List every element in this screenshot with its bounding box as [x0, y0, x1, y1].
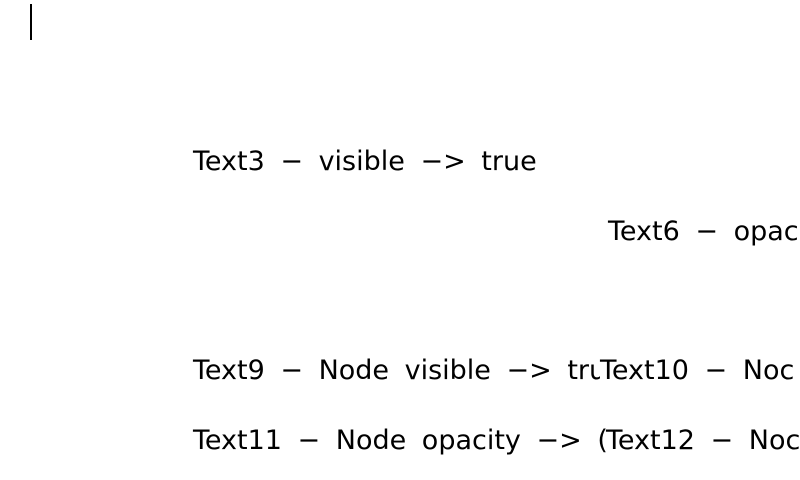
label-text11: Text11 − Node opacity −> (	[193, 425, 608, 456]
label-text10: Text10 − Noc	[600, 355, 795, 386]
cursor-caret	[30, 4, 32, 40]
label-text3: Text3 − visible −> true	[193, 146, 537, 177]
label-text6: Text6 − opac	[608, 216, 799, 247]
label-text12: Text12 − Noc	[606, 425, 800, 456]
label-text9: Text9 − Node visible −> tru	[193, 355, 607, 386]
